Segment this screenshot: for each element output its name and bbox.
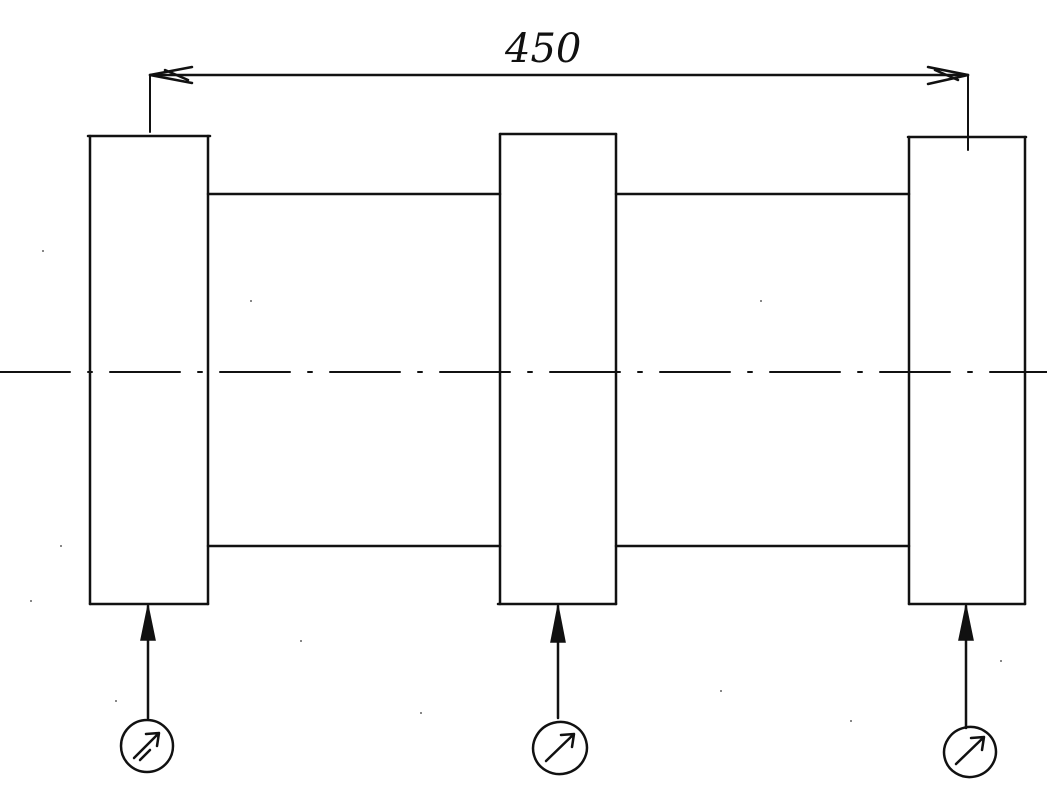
- journal-left: [86, 134, 212, 606]
- scan-speckles: [30, 250, 1002, 722]
- dial-indicator-icon: [942, 725, 998, 779]
- dimension-label: 450: [504, 26, 581, 72]
- dial-indicator-icon: [531, 720, 589, 776]
- dimension-line: [148, 65, 970, 151]
- gauge-arrow-left: [140, 604, 156, 720]
- gauge-arrow-middle: [550, 604, 566, 720]
- journal-right: [906, 135, 1028, 606]
- shaft-segment-right: [614, 192, 911, 548]
- shaft-segment-left: [206, 192, 502, 548]
- gauge-arrow-right: [958, 604, 974, 730]
- journal-middle: [496, 132, 618, 606]
- dial-indicator-icon: [119, 718, 175, 774]
